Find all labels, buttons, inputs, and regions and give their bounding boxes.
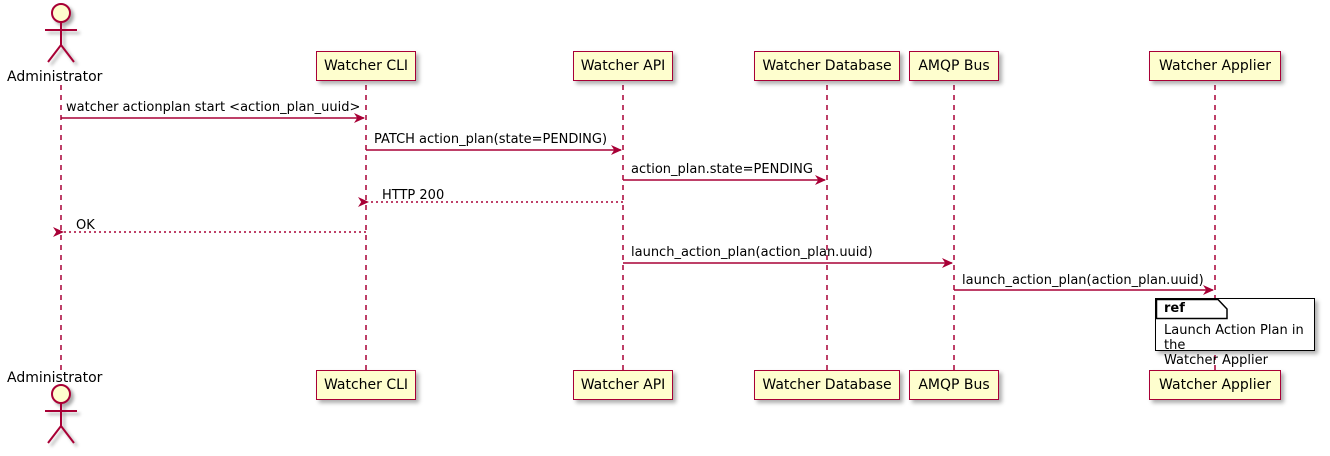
message-label-7: launch_action_plan(action_plan.uuid) [962, 273, 1204, 288]
ref-tab-shape [1155, 298, 1228, 319]
actor-left-leg-line [47, 425, 62, 444]
participant-box-watcher-database-top[interactable]: Watcher Database [754, 51, 900, 81]
participant-label: Watcher API [580, 58, 666, 74]
actor-label-administrator-bottom: Administrator [7, 370, 103, 386]
participant-label: Watcher Database [762, 58, 892, 74]
actor-head-icon [51, 3, 71, 23]
actor-right-leg-line [60, 425, 75, 444]
participant-label: Watcher Applier [1159, 377, 1271, 393]
lifelines-group [60, 85, 1216, 372]
participant-label: Watcher CLI [323, 58, 409, 74]
participant-label: Watcher Database [762, 377, 892, 393]
ref-body-line-1: Launch Action Plan in the [1164, 323, 1304, 353]
message-label-2: PATCH action_plan(state=PENDING) [374, 132, 608, 147]
actor-right-leg-line [60, 44, 75, 63]
participant-box-amqp-bus-bottom[interactable]: AMQP Bus [909, 370, 999, 400]
actor-administrator-bottom [45, 384, 77, 444]
ref-frame-launch-action-plan[interactable]: ref Launch Action Plan in the Watcher Ap… [1155, 298, 1315, 368]
participant-label: Watcher Applier [1159, 58, 1271, 74]
message-label-4: HTTP 200 [382, 188, 445, 203]
participant-box-watcher-cli-top[interactable]: Watcher CLI [316, 51, 416, 81]
participant-box-watcher-api-top[interactable]: Watcher API [573, 51, 673, 81]
message-label-5: OK [76, 218, 95, 233]
messages-group [53, 113, 1214, 295]
actor-head-icon [51, 384, 71, 404]
actor-label-administrator-top: Administrator [7, 69, 103, 85]
participant-box-watcher-applier-top[interactable]: Watcher Applier [1149, 51, 1281, 81]
participant-box-watcher-api-bottom[interactable]: Watcher API [573, 370, 673, 400]
ref-body-line-2: Watcher Applier [1164, 353, 1268, 368]
participant-box-watcher-cli-bottom[interactable]: Watcher CLI [316, 370, 416, 400]
participant-box-watcher-database-bottom[interactable]: Watcher Database [754, 370, 900, 400]
ref-keyword-label: ref [1164, 301, 1185, 316]
participant-box-watcher-applier-bottom[interactable]: Watcher Applier [1149, 370, 1281, 400]
message-label-6: launch_action_plan(action_plan.uuid) [631, 245, 873, 260]
participant-label: AMQP Bus [918, 377, 990, 393]
participant-label: Watcher CLI [323, 377, 409, 393]
participant-label: AMQP Bus [918, 58, 990, 74]
actor-left-leg-line [47, 44, 62, 63]
participant-box-amqp-bus-top[interactable]: AMQP Bus [909, 51, 999, 81]
ref-body-text: Launch Action Plan in the Watcher Applie… [1164, 323, 1314, 368]
message-label-1: watcher actionplan start <action_plan_uu… [66, 100, 361, 115]
participant-label: Watcher API [580, 377, 666, 393]
message-label-3: action_plan.state=PENDING [631, 162, 813, 177]
actor-administrator-top [45, 3, 77, 63]
